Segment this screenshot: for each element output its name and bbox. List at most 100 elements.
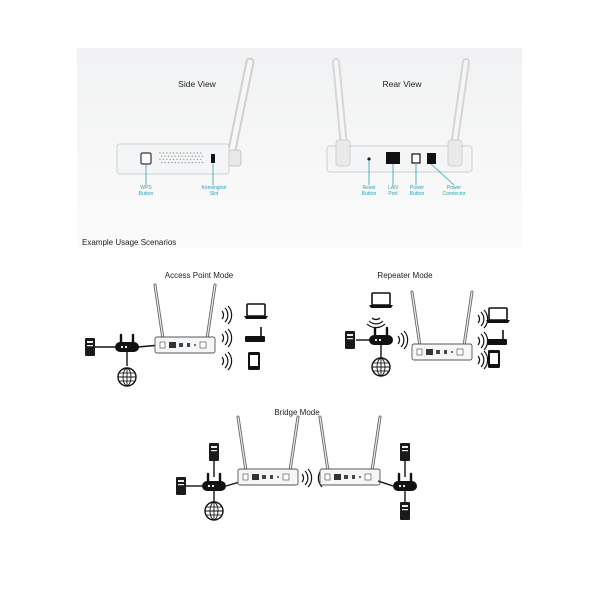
- vent-hole: [198, 161, 200, 164]
- vent-hole: [196, 152, 199, 154]
- vent-hole: [172, 152, 175, 154]
- vent-hole: [179, 158, 182, 161]
- vent-hole: [189, 158, 192, 161]
- vent-hole: [196, 158, 199, 161]
- power-button-label-line1: Power: [409, 185, 425, 191]
- wifi-waves-icon: [221, 305, 233, 325]
- wps-button-label-line2: Button: [138, 191, 154, 197]
- lan-port-label-line1: LAN: [388, 185, 398, 191]
- rear-view-title: Rear View: [382, 79, 422, 89]
- vent-hole: [169, 152, 171, 154]
- vent-grille: [159, 152, 204, 164]
- vent-hole: [172, 158, 175, 161]
- vent-hole: [169, 158, 171, 161]
- vent-hole: [166, 152, 168, 154]
- desktop-pc-icon: [209, 443, 219, 461]
- access-point-icon: [410, 290, 474, 362]
- wireless-device-icon: [244, 326, 266, 343]
- vent-hole: [188, 161, 190, 164]
- side-view-device: [116, 57, 255, 185]
- wifi-waves-icon: [477, 350, 489, 370]
- vent-hole: [178, 155, 180, 157]
- laptop-icon: [485, 307, 511, 324]
- power-button-callout: Power Button: [410, 185, 424, 197]
- vent-hole: [176, 152, 178, 154]
- usage-scenarios-heading: Example Usage Scenarios: [82, 238, 177, 247]
- vent-hole: [198, 155, 200, 157]
- side-view-title: Side View: [178, 79, 216, 89]
- access-point-mode-diagram: [85, 283, 269, 387]
- vent-hole: [162, 152, 165, 154]
- laptop-icon: [243, 303, 269, 320]
- vent-hole: [200, 152, 202, 154]
- vent-hole: [184, 155, 187, 157]
- vent-hole: [191, 155, 193, 157]
- reset-button-callout: Reset Button: [362, 185, 376, 197]
- kensington-slot-label-line1: Kensington: [201, 185, 227, 191]
- wifi-waves-icon: [221, 351, 233, 371]
- wifi-waves-icon: [221, 328, 233, 348]
- vent-hole: [195, 155, 197, 157]
- vent-hole: [181, 161, 183, 164]
- vent-hole: [193, 152, 195, 154]
- vent-hole: [186, 152, 188, 154]
- reset-button-label-line2: Button: [361, 191, 377, 197]
- power-connector-label-line2: Connector: [442, 191, 466, 197]
- vent-hole: [183, 158, 185, 161]
- globe-icon: [117, 367, 137, 387]
- router-icon: [113, 333, 141, 354]
- phone-icon: [488, 350, 500, 368]
- power-connector-icon: [427, 153, 436, 164]
- vent-hole: [171, 155, 173, 157]
- bridge-mode-title: Bridge Mode: [274, 408, 320, 417]
- vent-hole: [183, 152, 185, 154]
- vent-hole: [178, 161, 180, 164]
- vent-hole: [164, 155, 166, 157]
- vent-hole: [189, 152, 192, 154]
- router-icon: [367, 326, 395, 347]
- access-point-icon: [318, 415, 382, 487]
- bridge-mode-diagram: [176, 415, 419, 521]
- kensington-slot-label-line2: Slot: [209, 191, 219, 197]
- vent-hole: [186, 158, 188, 161]
- vent-hole: [201, 155, 204, 157]
- rear-view-device: [326, 58, 473, 186]
- vent-hole: [184, 161, 187, 164]
- vent-hole: [174, 161, 176, 164]
- vent-hole: [159, 152, 161, 154]
- vent-hole: [181, 155, 183, 157]
- vent-hole: [162, 158, 165, 161]
- vent-hole: [200, 158, 202, 161]
- desktop-pc-icon: [176, 477, 186, 495]
- laptop-icon: [368, 292, 394, 309]
- kensington-slot-callout: Kensington Slot: [201, 185, 226, 197]
- desktop-pc-icon: [400, 502, 410, 520]
- vent-hole: [167, 155, 170, 157]
- wps-button-callout: WPS Button: [139, 185, 153, 197]
- kensington-slot-icon: [211, 154, 215, 163]
- lan-port-label-line2: Port: [388, 191, 398, 197]
- access-point-icon: [153, 283, 217, 355]
- access-point-icon: [236, 415, 300, 487]
- desktop-pc-icon: [400, 443, 410, 461]
- vent-hole: [171, 161, 173, 164]
- reset-button-icon: [367, 157, 371, 161]
- wireless-device-icon: [486, 329, 508, 346]
- vent-hole: [166, 158, 168, 161]
- globe-icon: [204, 501, 224, 521]
- vent-hole: [201, 161, 204, 164]
- repeater-mode-diagram: [345, 290, 511, 377]
- desktop-pc-icon: [345, 331, 355, 349]
- wifi-waves-icon: [301, 468, 313, 488]
- vent-hole: [161, 161, 163, 164]
- power-button-icon: [411, 153, 421, 164]
- wps-button-icon: [140, 152, 152, 165]
- vent-hole: [179, 152, 182, 154]
- wifi-waves-icon: [477, 309, 489, 329]
- globe-icon: [371, 357, 391, 377]
- vent-hole: [188, 155, 190, 157]
- phone-icon: [248, 352, 260, 370]
- vent-hole: [159, 158, 161, 161]
- vent-hole: [174, 155, 176, 157]
